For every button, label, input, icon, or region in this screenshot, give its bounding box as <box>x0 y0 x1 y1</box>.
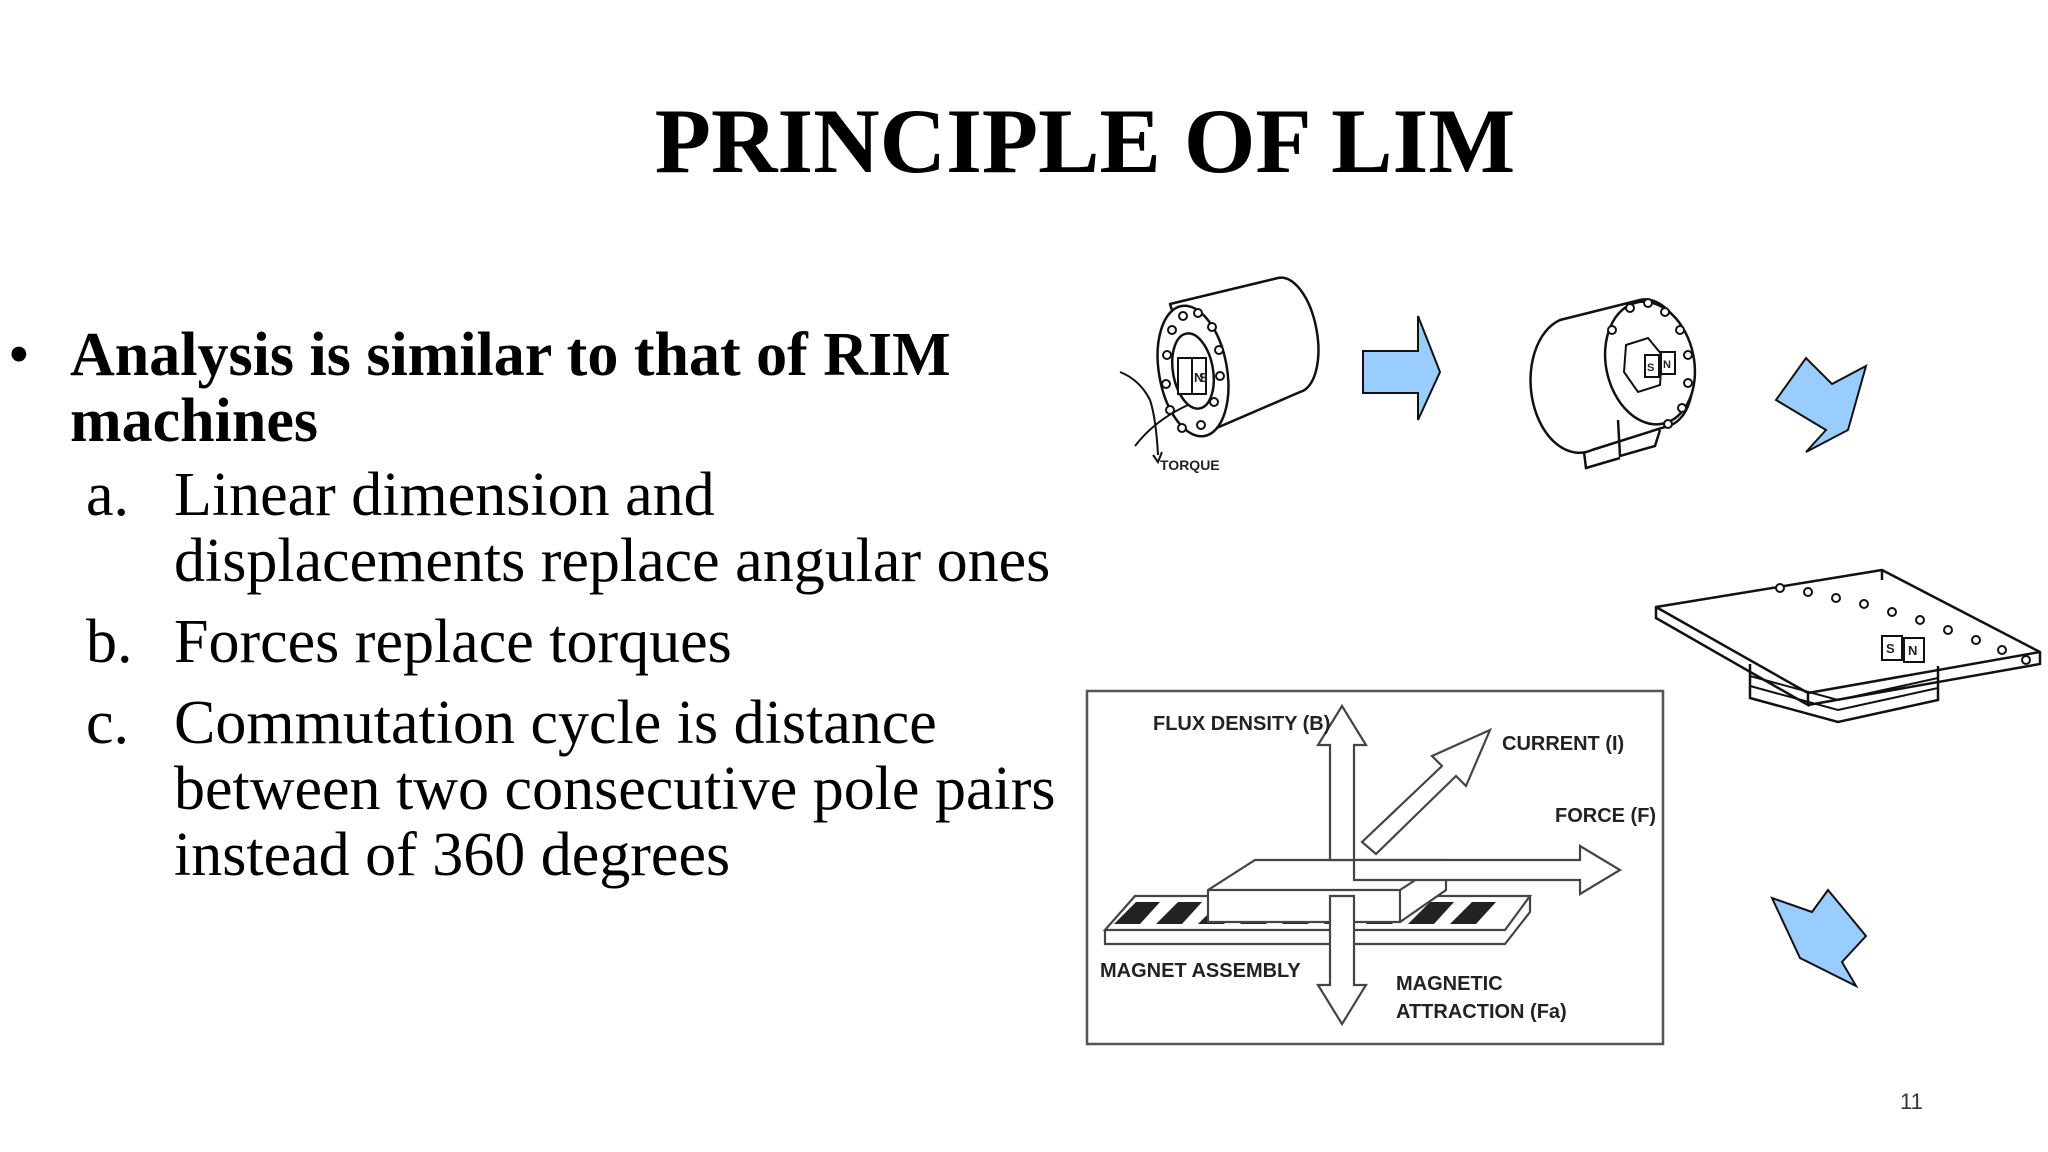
sub-item-text: Commutation cycle is distance between tw… <box>174 689 1056 889</box>
flux-density-label: FLUX DENSITY (B) <box>1153 713 1330 735</box>
slide-title: PRINCIPLE OF LIM <box>654 90 1516 192</box>
sub-item-b: b. Forces replace torques <box>0 609 1080 675</box>
main-bullet-text: Analysis is similar to that of RIM machi… <box>70 321 951 455</box>
flow-arrow-right-icon <box>1362 315 1442 421</box>
pole-s-label: S <box>1199 370 1208 385</box>
flow-arrow-down-right-icon <box>1774 356 1868 453</box>
main-bullet: • Analysis is similar to that of RIM mac… <box>0 322 1080 454</box>
bullet-marker: • <box>8 321 30 389</box>
pole-n-label: N <box>1194 370 1203 385</box>
pole-s-label: S <box>1886 641 1895 656</box>
force-diagram: FLUX DENSITY (B) CURRENT (I) FORCE (F) M… <box>1085 689 1665 1046</box>
sub-item-text: Linear dimension and displacements repla… <box>174 461 1051 595</box>
flow-arrow-down-left-icon <box>1770 888 1868 989</box>
torque-label: TORQUE <box>1160 457 1220 473</box>
cut-motor-illustration <box>1529 298 1697 470</box>
sub-item-marker: b. <box>86 608 133 676</box>
magnetic-label: MAGNETIC <box>1396 973 1503 995</box>
sub-item-marker: a. <box>86 461 130 529</box>
page-number: 11 <box>1900 1089 1923 1114</box>
pole-n-label: N <box>1663 359 1671 371</box>
force-label: FORCE (F) <box>1555 805 1656 827</box>
rotary-motor-illustration <box>1119 276 1320 465</box>
magnet-assembly-label: MAGNET ASSEMBLY <box>1100 960 1301 982</box>
sub-item-c: c. Commutation cycle is distance between… <box>0 690 1080 888</box>
slide-body: • Analysis is similar to that of RIM mac… <box>0 322 1080 903</box>
sub-item-marker: c. <box>86 689 130 757</box>
pole-s-label: S <box>1647 362 1654 374</box>
sub-list: a. Linear dimension and displacements re… <box>0 462 1080 888</box>
current-label: CURRENT (I) <box>1502 733 1624 755</box>
pole-n-label: N <box>1908 643 1917 658</box>
sub-item-a: a. Linear dimension and displacements re… <box>0 462 1080 594</box>
linear-motor-illustration <box>1654 568 2042 724</box>
attraction-label: ATTRACTION (Fa) <box>1396 1001 1567 1023</box>
sub-item-text: Forces replace torques <box>174 608 732 676</box>
